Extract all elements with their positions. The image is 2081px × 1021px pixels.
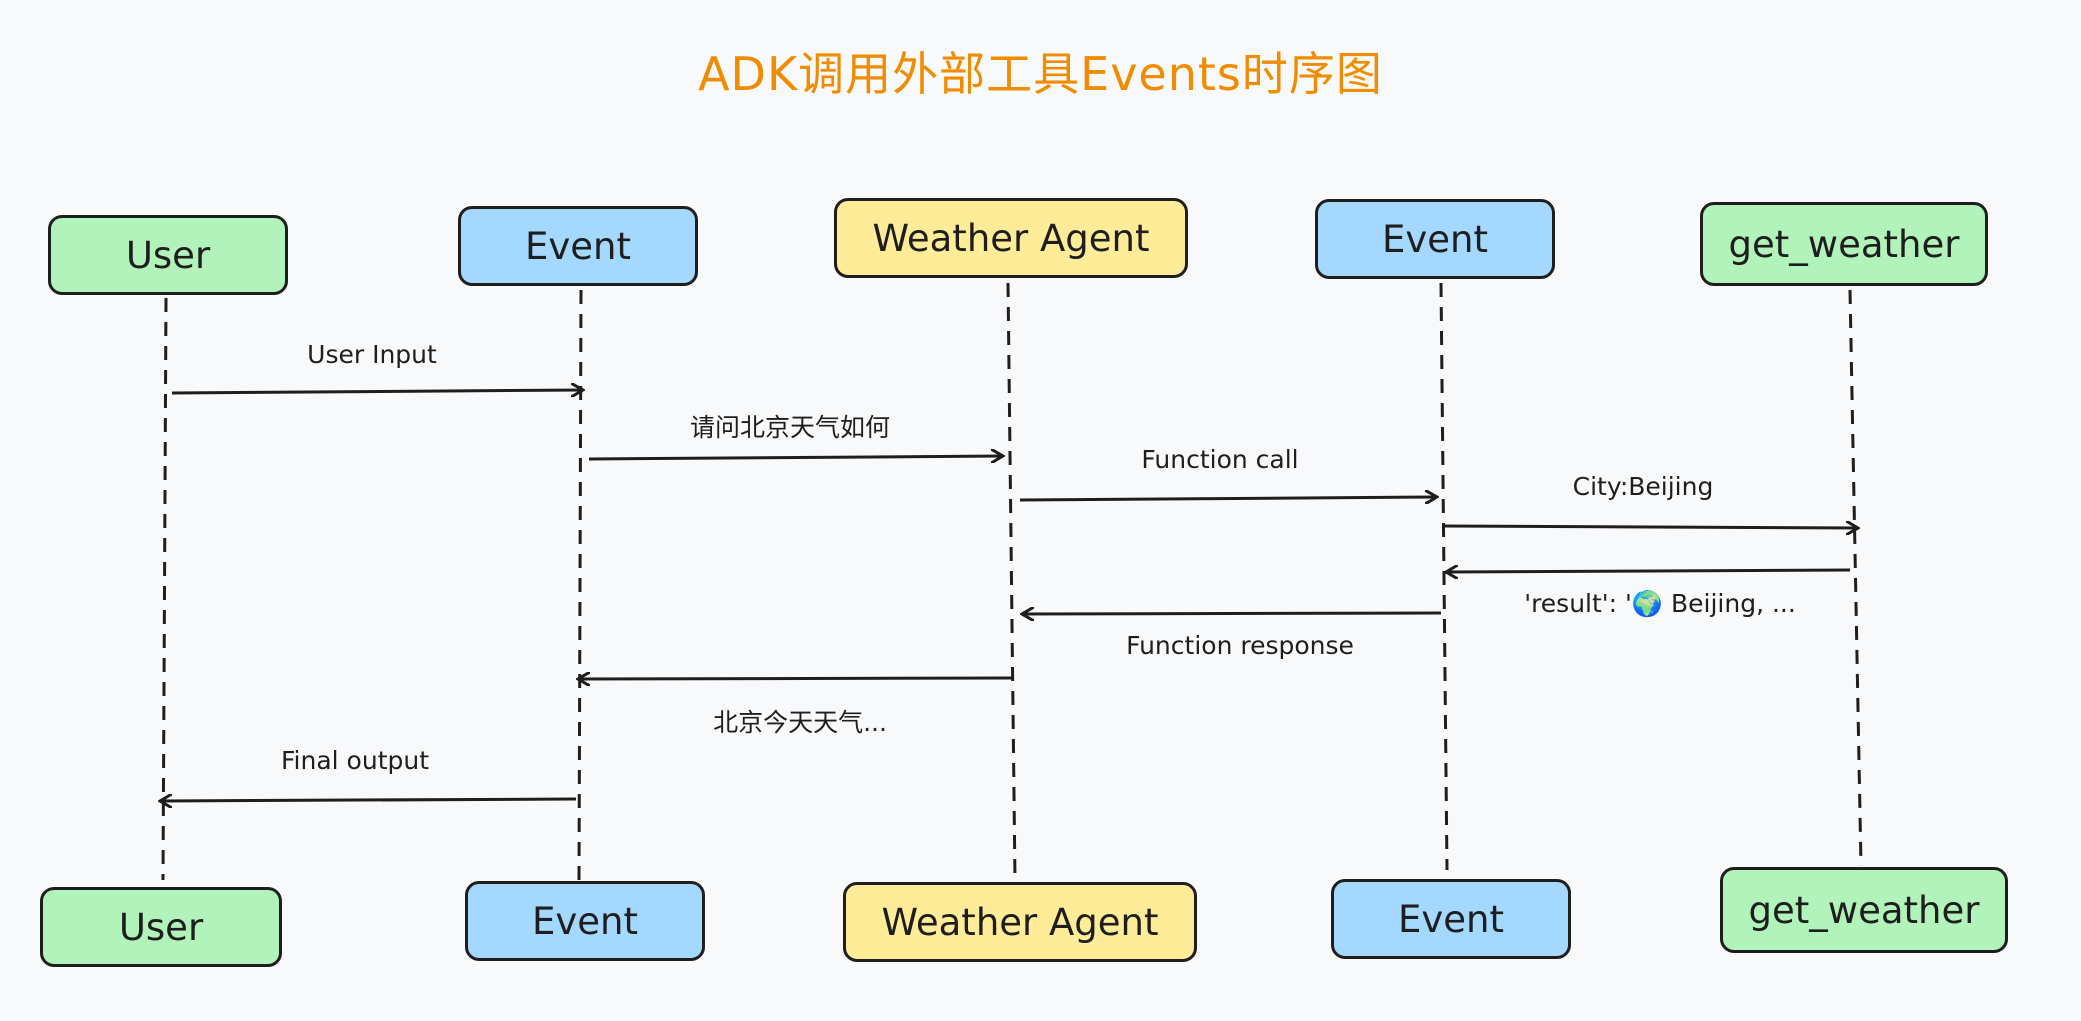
label-question: 请问北京天气如何: [689, 413, 891, 442]
participant-user-bottom: User: [40, 887, 282, 967]
lifeline-weather-agent: [1006, 282, 1017, 881]
lifeline-event-1: [577, 289, 583, 881]
participant-event-1-top: Event: [458, 206, 698, 286]
label-result: 'result': '🌍 Beijing, ...: [1524, 589, 1796, 618]
arrow-function-call: [1019, 497, 1437, 500]
label-user-input: User Input: [307, 340, 437, 369]
arrow-question: [588, 456, 1003, 459]
label-final-output: Final output: [280, 746, 430, 775]
label-city: City:Beijing: [1572, 472, 1714, 501]
arrow-function-response: [1022, 613, 1442, 614]
participant-event-1-bottom: Event: [465, 881, 705, 961]
lifeline-get-weather: [1848, 289, 1863, 867]
lifeline-user: [161, 297, 168, 881]
participant-weather-agent-top: Weather Agent: [834, 198, 1188, 278]
lifeline-event-2: [1439, 282, 1449, 871]
participant-user-top: User: [48, 215, 288, 295]
participant-weather-agent-bottom: Weather Agent: [843, 882, 1197, 962]
participant-get-weather-bottom: get_weather: [1720, 867, 2008, 953]
label-function-call: Function call: [1141, 445, 1299, 474]
arrow-city: [1443, 526, 1858, 528]
arrow-user-input: [171, 390, 583, 393]
diagram-title: ADK调用外部工具Events时序图: [698, 47, 1383, 101]
label-answer: 北京今天天气...: [713, 708, 887, 737]
participant-get-weather-top: get_weather: [1700, 202, 1988, 286]
participant-event-2-bottom: Event: [1331, 879, 1571, 959]
arrow-final-output: [160, 799, 577, 801]
label-function-response: Function response: [1126, 631, 1354, 660]
arrow-result: [1446, 570, 1851, 572]
participant-event-2-top: Event: [1315, 199, 1555, 279]
arrow-answer: [578, 678, 1013, 679]
